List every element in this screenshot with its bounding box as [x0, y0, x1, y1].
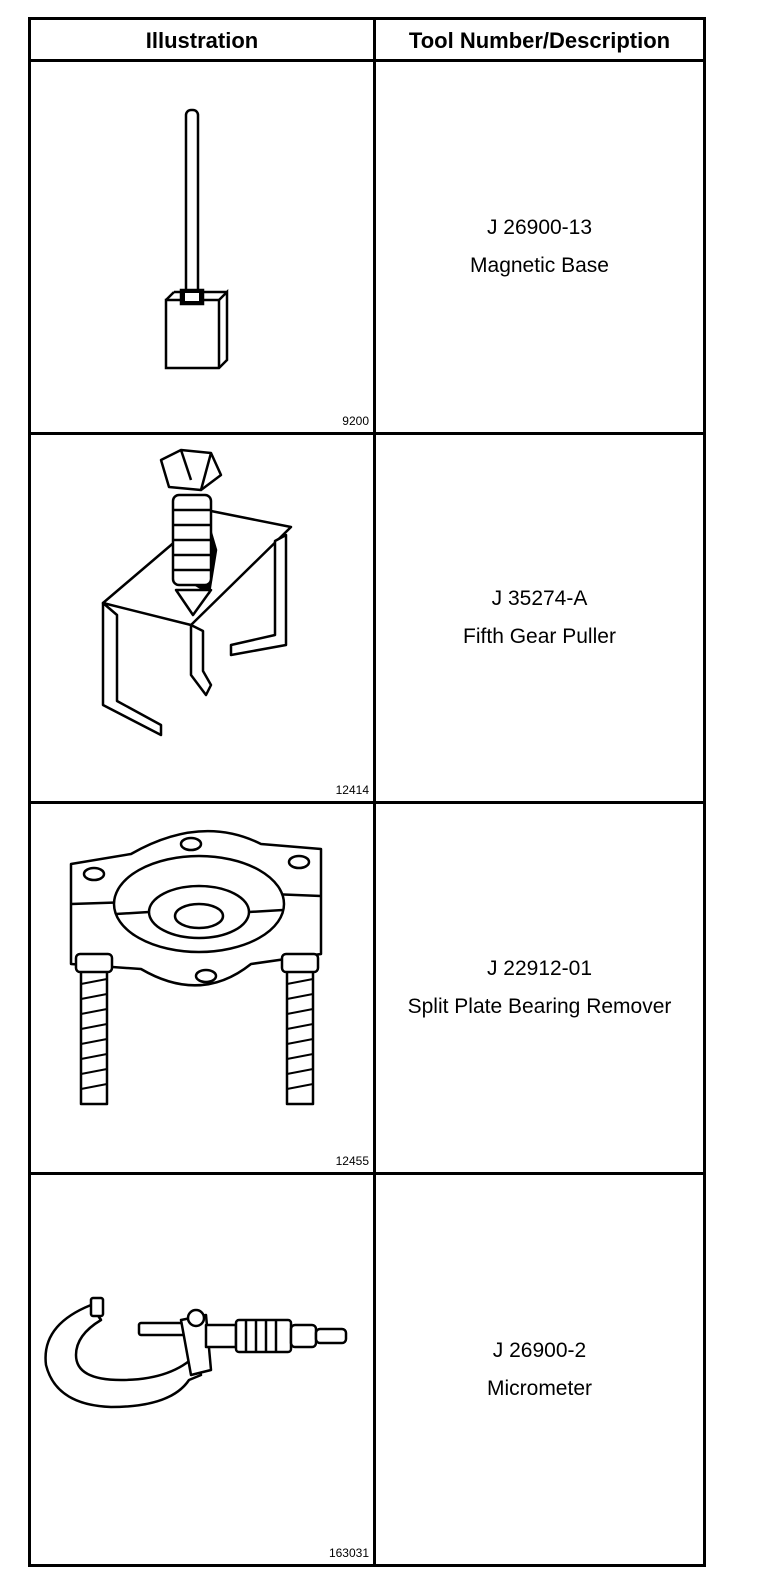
illustration-cell: 12455 — [31, 804, 373, 1172]
table-row: 9200 J 26900-13 Magnetic Base — [31, 62, 703, 432]
illustration-cell: 9200 — [31, 62, 373, 432]
tool-number: J 26900-13 — [486, 216, 593, 239]
figure-number: 12455 — [335, 1154, 369, 1168]
row-divider — [31, 432, 703, 435]
row-divider — [31, 801, 703, 804]
tool-description: Split Plate Bearing Remover — [407, 995, 672, 1018]
description-cell: J 26900-13 Magnetic Base — [376, 62, 703, 432]
figure-number: 9200 — [342, 414, 369, 428]
tool-description: Fifth Gear Puller — [463, 625, 616, 648]
header-tool-description: Tool Number/Description — [408, 28, 671, 53]
gear-puller-icon — [101, 448, 293, 737]
tool-number: J 22912-01 — [486, 957, 593, 980]
micrometer-icon — [44, 1296, 348, 1409]
illustration-cell: 163031 — [31, 1175, 373, 1564]
table-row: 12455 J 22912-01 Split Plate Bearing Rem… — [31, 804, 703, 1172]
magnetic-base-icon — [164, 108, 229, 370]
description-cell: J 35274-A Fifth Gear Puller — [376, 435, 703, 801]
table-row: 163031 J 26900-2 Micrometer — [31, 1175, 703, 1564]
tool-number: J 35274-A — [491, 587, 588, 610]
header-illustration: Illustration — [145, 28, 259, 53]
description-cell: J 26900-2 Micrometer — [376, 1175, 703, 1564]
tool-table: Illustration Tool Number/Description 920… — [28, 17, 706, 1567]
figure-number: 12414 — [335, 783, 369, 797]
column-divider — [373, 20, 376, 1564]
tool-description: Magnetic Base — [470, 254, 609, 277]
bearing-remover-icon — [69, 829, 323, 1106]
illustration-cell: 12414 — [31, 435, 373, 801]
table-row: 12414 J 35274-A Fifth Gear Puller — [31, 435, 703, 801]
tool-number: J 26900-2 — [492, 1338, 587, 1362]
description-cell: J 22912-01 Split Plate Bearing Remover — [376, 804, 703, 1172]
figure-number: 163031 — [328, 1546, 369, 1560]
row-divider — [31, 1172, 703, 1175]
tool-description: Micrometer — [486, 1376, 592, 1400]
table-header: Illustration Tool Number/Description — [31, 20, 703, 62]
